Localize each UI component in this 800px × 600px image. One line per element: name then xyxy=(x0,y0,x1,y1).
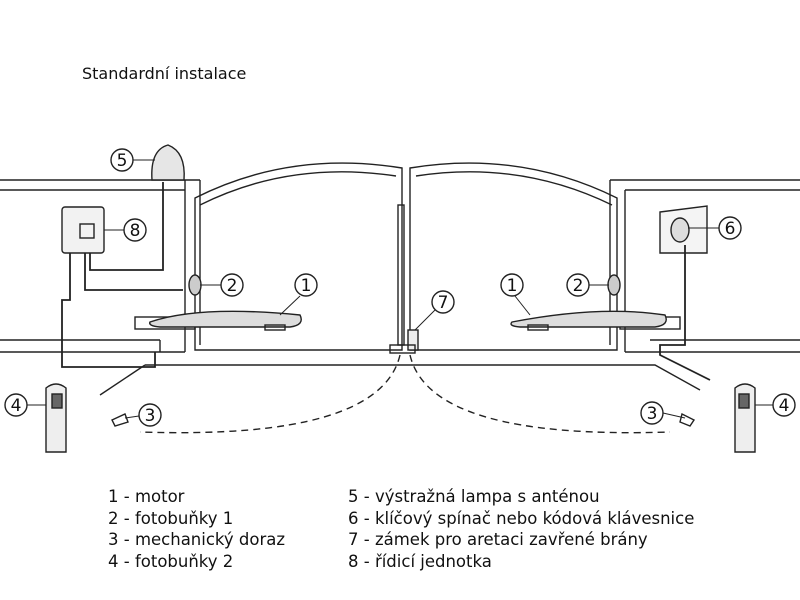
legend-right: 5 - výstražná lampa s anténou 6 - klíčov… xyxy=(348,486,694,572)
ground-lines xyxy=(0,339,800,396)
photocell-post-left xyxy=(45,383,67,453)
legend-item: 2 - fotobuňky 1 xyxy=(108,508,234,528)
callout-keyswitch: 6 xyxy=(718,216,742,240)
photocell-right xyxy=(607,274,621,296)
legend-item: 1 - motor xyxy=(108,487,185,506)
legend-item: 3 - mechanický doraz xyxy=(108,530,286,549)
motor-right xyxy=(510,310,681,331)
legend-item: 7 - zámek pro aretaci zavřené brány xyxy=(348,530,648,549)
mechanical-stop-left xyxy=(111,413,129,427)
photocell-post-right xyxy=(734,383,756,453)
svg-text:5: 5 xyxy=(117,151,128,171)
callout-control: 8 xyxy=(123,218,147,242)
warning-lamp xyxy=(151,144,185,181)
legend-item: 5 - výstražná lampa s anténou xyxy=(348,487,600,506)
motor-left xyxy=(134,310,302,331)
legend-item: 4 - fotobuňky 2 xyxy=(108,551,234,571)
right-gate-leaf xyxy=(409,162,618,351)
svg-text:1: 1 xyxy=(301,276,312,296)
svg-text:3: 3 xyxy=(145,406,156,426)
svg-text:4: 4 xyxy=(779,396,790,416)
cables xyxy=(61,182,711,381)
legend-item: 6 - klíčový spínač nebo kódová klávesnic… xyxy=(348,508,695,528)
callout-motor-right: 1 xyxy=(500,273,524,297)
callout-stop-left: 3 xyxy=(138,403,162,427)
callout-photocell2-left: 4 xyxy=(4,393,28,417)
svg-text:7: 7 xyxy=(438,293,449,313)
diagram-title: Standardní instalace xyxy=(82,64,247,83)
svg-text:3: 3 xyxy=(647,404,658,424)
callout-motor-left: 1 xyxy=(294,273,318,297)
svg-text:6: 6 xyxy=(725,219,736,239)
legend-left: 1 - motor 2 - fotobuňky 1 3 - mechanický… xyxy=(108,486,285,572)
callout-stop-right: 3 xyxy=(640,401,664,425)
svg-text:1: 1 xyxy=(507,276,518,296)
callout-lamp: 5 xyxy=(110,148,134,172)
lock-bolt xyxy=(389,344,416,354)
svg-text:2: 2 xyxy=(573,276,584,296)
svg-text:2: 2 xyxy=(227,276,238,296)
mechanical-stop-right xyxy=(679,412,696,427)
callout-photocell2-right: 4 xyxy=(772,393,796,417)
callout-lock: 7 xyxy=(431,290,455,314)
swing-arc-right xyxy=(409,354,671,434)
key-switch xyxy=(659,205,708,254)
svg-text:8: 8 xyxy=(130,221,141,241)
leader-lines xyxy=(27,159,773,419)
gate-lock xyxy=(407,329,419,351)
callout-photocell-left: 2 xyxy=(220,273,244,297)
svg-text:4: 4 xyxy=(11,396,22,416)
photocell-left xyxy=(188,274,202,296)
control-unit xyxy=(61,206,105,254)
legend-item: 8 - řídicí jednotka xyxy=(348,551,492,571)
callout-photocell-right: 2 xyxy=(566,273,590,297)
swing-arc-left xyxy=(139,354,401,434)
